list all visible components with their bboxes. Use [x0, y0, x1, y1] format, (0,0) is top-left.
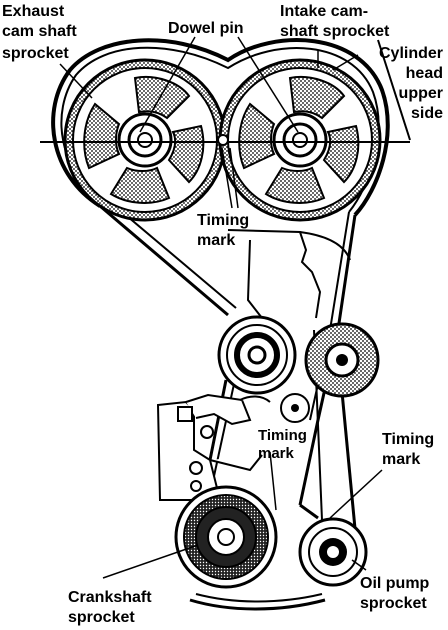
label-exhaust-line3: sprocket [2, 45, 69, 62]
label-tm-mid-line1: Timing [258, 427, 307, 444]
crankshaft-sprocket [174, 485, 278, 589]
exhaust-cam-sprocket [63, 58, 227, 222]
label-cyl-line1: Cylinder [379, 45, 443, 62]
dowel-pin-marker [217, 134, 229, 146]
label-tm-mid-line2: mark [258, 445, 295, 462]
label-timing-mark-upper: Timing mark [197, 212, 249, 249]
label-dowel-pin: Dowel pin [168, 20, 244, 37]
leader-lines [59, 36, 383, 579]
engine-outline [227, 39, 411, 319]
label-crankshaft-sprocket: Crankshaft sprocket [68, 589, 152, 626]
label-timing-mark-mid: Timing mark [258, 427, 307, 462]
label-crank-line2: sprocket [68, 609, 135, 626]
label-cyl-line3: upper [399, 85, 443, 102]
label-exhaust-line1: Exhaust [2, 3, 65, 20]
label-oil-line2: sprocket [360, 595, 427, 612]
tensioner-bracket [156, 393, 271, 501]
label-cyl-line4: side [411, 105, 443, 122]
intake-cam-sprocket [218, 58, 382, 222]
timing-belt [51, 38, 390, 611]
label-timing-mark-right: Timing mark [382, 431, 434, 468]
oil-pump-sprocket [298, 517, 368, 587]
label-oil-pump-sprocket: Oil pump sprocket [360, 575, 430, 612]
label-cylinder-head: Cylinder head upper side [379, 45, 443, 122]
idler-pulley-right [304, 322, 380, 398]
label-exhaust-cam-sprocket: Exhaust cam shaft sprocket [2, 3, 77, 62]
label-intake-line2: shaft sprocket [280, 23, 390, 40]
label-tm-upper-line2: mark [197, 232, 235, 249]
label-tm-right-line1: Timing [382, 431, 434, 448]
label-tm-upper-line1: Timing [197, 212, 249, 229]
label-tm-right-line2: mark [382, 451, 420, 468]
label-intake-line1: Intake cam- [280, 3, 368, 20]
idler-pulley-left [217, 315, 297, 395]
tensioner-wheel [280, 393, 310, 423]
label-oil-line1: Oil pump [360, 575, 430, 592]
label-intake-cam-sprocket: Intake cam- shaft sprocket [280, 3, 390, 40]
label-crank-line1: Crankshaft [68, 589, 152, 606]
label-exhaust-line2: cam shaft [2, 23, 77, 40]
label-cyl-line2: head [406, 65, 443, 82]
